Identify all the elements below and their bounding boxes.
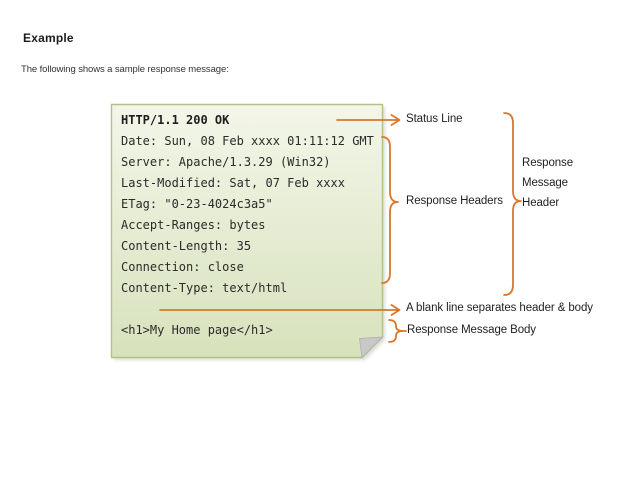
response-message-body-label: Response Message Body — [407, 324, 536, 336]
message-header-date: Date: Sun, 08 Feb xxxx 01:11:12 GMT — [121, 134, 374, 148]
message-header-content-length: Content-Length: 35 — [121, 239, 252, 253]
message-header-content-type: Content-Type: text/html — [121, 281, 288, 295]
message-header-accept-ranges: Accept-Ranges: bytes — [121, 218, 266, 232]
response-message-header-brace — [503, 112, 522, 296]
blank-line-label: A blank line separates header & body — [406, 302, 593, 314]
message-blank-line — [121, 299, 377, 320]
message-header-connection: Connection: close — [121, 260, 244, 274]
response-message-body-brace — [388, 319, 407, 343]
message-status-line: HTTP/1.1 200 OK — [121, 113, 230, 127]
response-note-card — [110, 103, 385, 360]
intro-text: The following shows a sample response me… — [21, 64, 229, 75]
http-response-message: HTTP/1.1 200 OK Date: Sun, 08 Feb xxxx 0… — [121, 110, 377, 341]
response-message-header-label: Response Message Header — [522, 157, 573, 209]
message-header-last-modified: Last-Modified: Sat, 07 Feb xxxx — [121, 176, 345, 190]
status-line-label: Status Line — [406, 113, 463, 125]
section-heading: Example — [23, 31, 74, 45]
response-headers-label: Response Headers — [406, 195, 503, 207]
message-header-server: Server: Apache/1.3.29 (Win32) — [121, 155, 331, 169]
message-body: <h1>My Home page</h1> — [121, 323, 273, 337]
folded-corner — [359, 336, 384, 359]
message-header-etag: ETag: "0-23-4024c3a5" — [121, 197, 273, 211]
